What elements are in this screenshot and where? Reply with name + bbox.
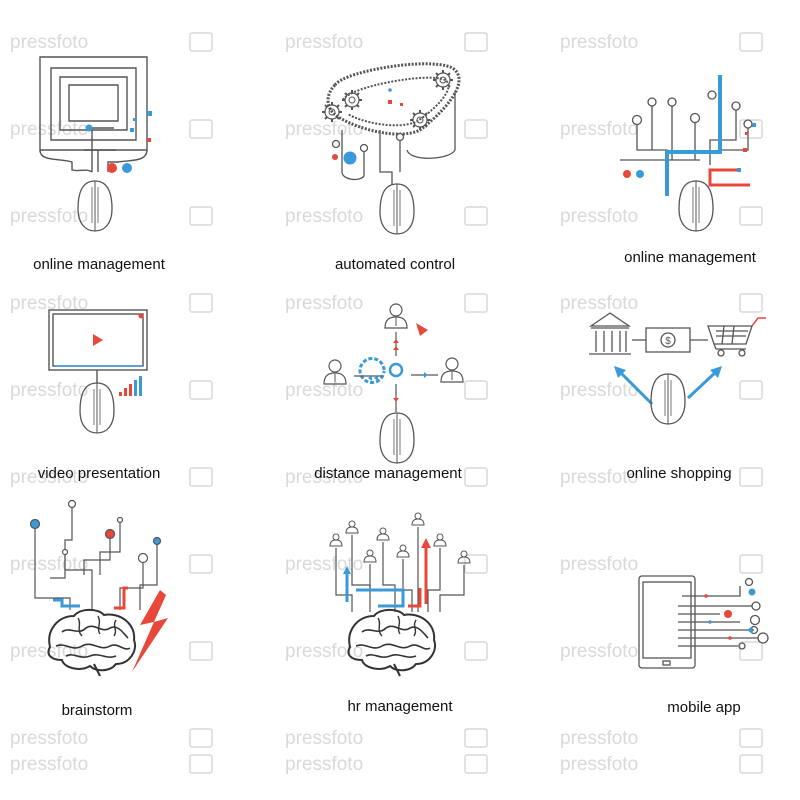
watermark-text: pressfoto [560, 32, 638, 53]
tablet-connections-icon [638, 575, 769, 669]
watermark-text: pressfoto [10, 728, 88, 749]
watermark-logo [189, 293, 213, 313]
brain-lightning-icon [29, 499, 168, 677]
watermark-text: pressfoto [285, 206, 363, 227]
watermark-logo [739, 467, 763, 487]
watermark-text: pressfoto [285, 754, 363, 775]
video-screen-mouse-icon [48, 309, 148, 434]
watermark-logo [739, 293, 763, 313]
watermark-text: pressfoto [285, 32, 363, 53]
caption-online-management-1: online management [33, 256, 165, 273]
watermark-text: pressfoto [285, 293, 363, 314]
watermark-text: pressfoto [560, 119, 638, 140]
watermark-text: pressfoto [560, 728, 638, 749]
watermark-logo [739, 754, 763, 774]
watermark-text: pressfoto [285, 728, 363, 749]
watermark-text: pressfoto [10, 293, 88, 314]
watermark-logo [189, 119, 213, 139]
caption-video-presentation: video presentation [37, 465, 161, 482]
watermark-logo [189, 380, 213, 400]
watermark-logo [464, 467, 488, 487]
watermark-text: pressfoto [285, 119, 363, 140]
watermark-logo [189, 728, 213, 748]
circuit-mouse-icon [620, 75, 756, 232]
watermark-text: pressfoto [10, 119, 88, 140]
watermark-logo [189, 754, 213, 774]
watermark-logo [464, 119, 488, 139]
watermark-logo [739, 119, 763, 139]
watermark-logo [464, 554, 488, 574]
caption-mobile-app: mobile app [667, 699, 741, 716]
gear-chain-mouse-icon [321, 62, 461, 235]
people-gear-mouse-icon [323, 303, 464, 464]
watermark-text: pressfoto [285, 554, 363, 575]
watermark-logo [464, 293, 488, 313]
watermark-logo [739, 554, 763, 574]
watermark-logo [464, 32, 488, 52]
watermark-logo [464, 206, 488, 226]
watermark-text: pressfoto [285, 380, 363, 401]
watermark-text: pressfoto [560, 293, 638, 314]
watermark-text: pressfoto [560, 641, 638, 662]
caption-hr-management: hr management [347, 698, 453, 715]
caption-distance-management: distance management [314, 465, 462, 482]
watermark-logo [189, 32, 213, 52]
watermark-text: pressfoto [560, 754, 638, 775]
watermark-text: pressfoto [285, 641, 363, 662]
watermark-text: pressfoto [560, 554, 638, 575]
watermark-logo [189, 206, 213, 226]
watermark-layer: pressfoto pressfoto pressfoto pressfoto pres… [10, 32, 763, 775]
caption-online-shopping: online shopping [626, 465, 732, 482]
watermark-logo [464, 728, 488, 748]
watermark-text: pressfoto [10, 206, 88, 227]
caption-brainstorm: brainstorm [61, 702, 133, 719]
caption-automated-control: automated control [334, 256, 456, 273]
watermark-logo [739, 380, 763, 400]
watermark-text: pressfoto [560, 206, 638, 227]
watermark-text: pressfoto [560, 467, 638, 488]
svg-text:$: $ [665, 336, 671, 347]
watermark-text: pressfoto [560, 380, 638, 401]
watermark-logo [189, 467, 213, 487]
maze-mouse-icon [39, 56, 152, 232]
watermark-logo [189, 641, 213, 661]
watermark-logo [739, 728, 763, 748]
watermark-logo [739, 32, 763, 52]
caption-online-management-2: online management [624, 249, 756, 266]
watermark-text: pressfoto [10, 467, 88, 488]
watermark-text: pressfoto [10, 554, 88, 575]
watermark-logo [464, 754, 488, 774]
watermark-text: pressfoto [10, 380, 88, 401]
watermark-logo [464, 641, 488, 661]
bank-money-cart-icon: $ [588, 312, 766, 425]
watermark-logo [739, 206, 763, 226]
watermark-logo [464, 380, 488, 400]
watermark-text: pressfoto [10, 754, 88, 775]
watermark-text: pressfoto [285, 467, 363, 488]
watermark-logo [189, 554, 213, 574]
brain-people-icon [329, 512, 471, 677]
watermark-text: pressfoto [10, 32, 88, 53]
watermark-logo [739, 641, 763, 661]
